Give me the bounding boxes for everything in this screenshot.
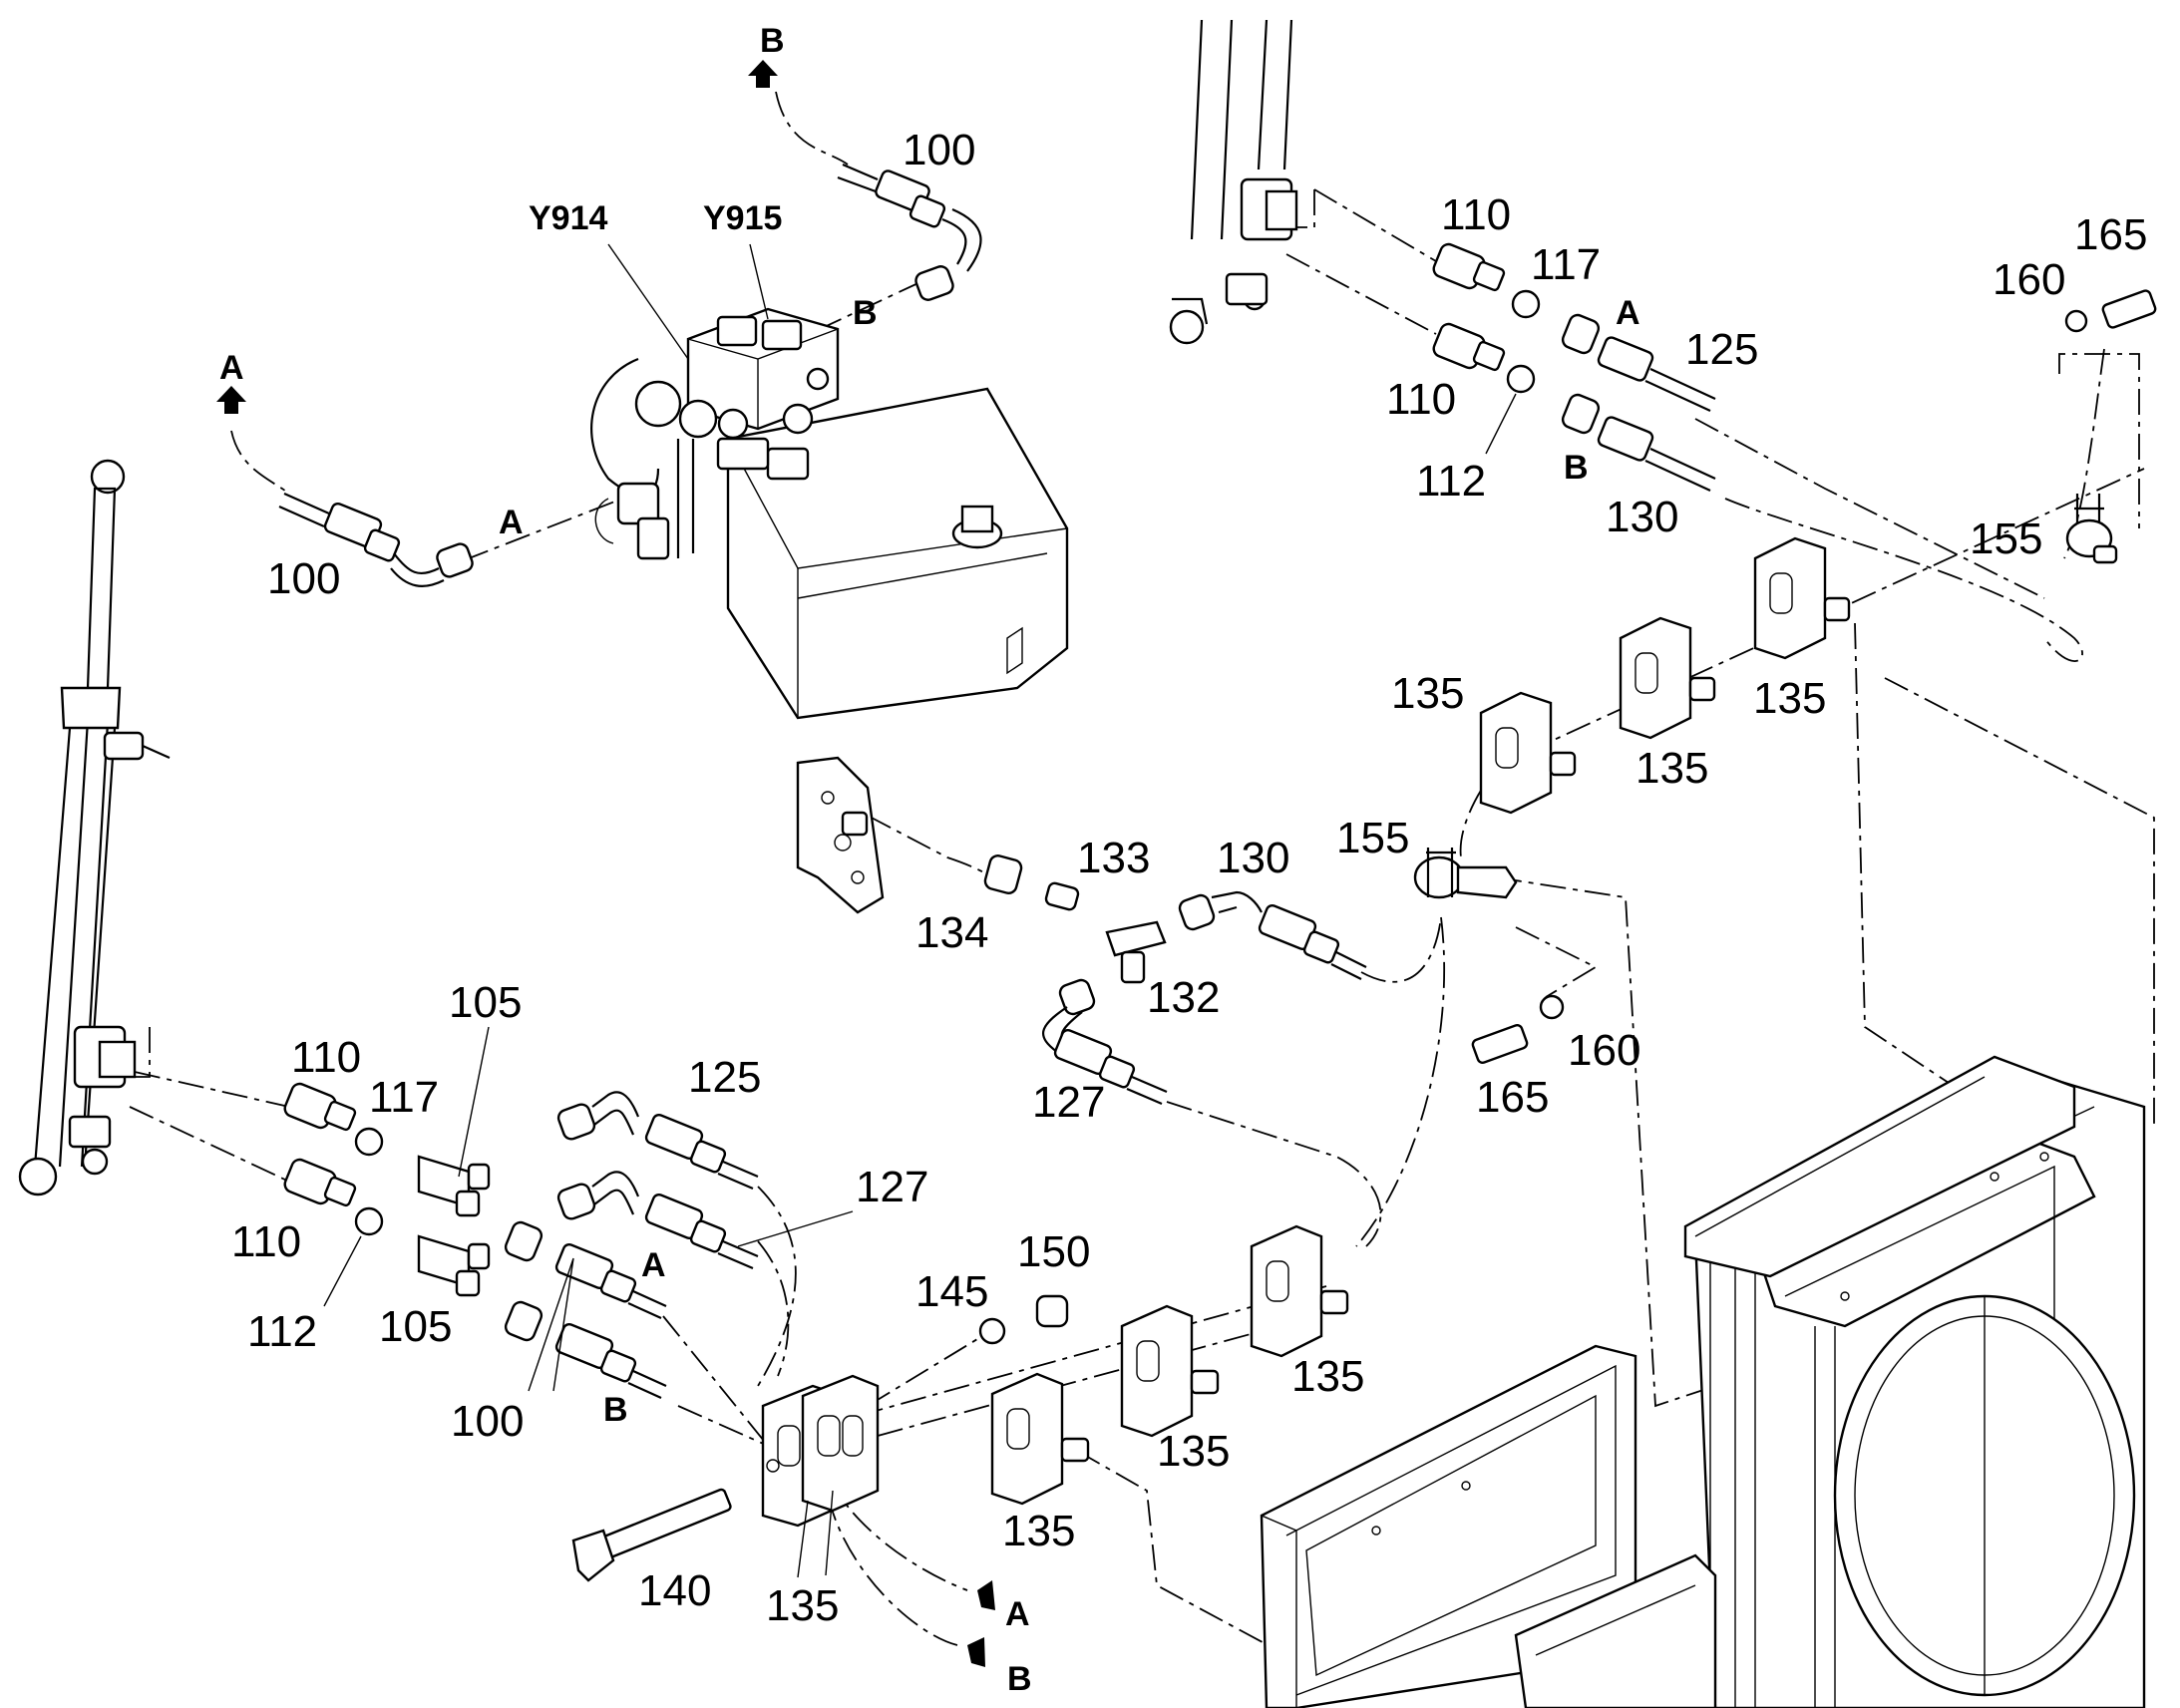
label-140: 140 [638, 1566, 711, 1615]
label-117-bl: 117 [369, 1073, 439, 1122]
label-165-mid: 165 [1476, 1073, 1549, 1122]
label-160-tr: 160 [1993, 255, 2065, 304]
label-100-left: 100 [267, 554, 340, 603]
connector-b-right: B [1564, 449, 1589, 487]
label-135-d: 135 [1291, 1352, 1364, 1401]
clamps-135-lower [761, 1224, 1349, 1578]
label-135-b: 135 [1635, 744, 1708, 793]
label-110-bl1: 110 [291, 1033, 361, 1082]
label-100-bottom: 100 [451, 1397, 524, 1446]
hose-100-left [278, 492, 474, 587]
label-160-mid: 160 [1568, 1026, 1640, 1075]
label-130-mid: 130 [1217, 834, 1289, 882]
radiator-assembly [1260, 1055, 2146, 1708]
label-155-mid: 155 [1336, 814, 1409, 862]
clamps-135-upper [1479, 536, 1851, 815]
label-112-tr: 112 [1416, 457, 1486, 506]
label-155-tr: 155 [1970, 514, 2042, 563]
arrow-a-left-icon [216, 386, 246, 414]
label-y915: Y915 [703, 199, 782, 237]
fittings-top-right [1432, 242, 2157, 564]
part-labels: 100 100 100 Y914 Y915 110 110 117 112 12… [231, 126, 2147, 1630]
connector-a-bottom: A [1005, 1595, 1030, 1633]
hose-100-top [837, 163, 982, 301]
connector-a-top: A [219, 349, 244, 387]
label-145: 145 [915, 1267, 988, 1316]
hydraulic-cylinder-top [1169, 19, 1298, 345]
label-134: 134 [915, 908, 988, 957]
label-125-tr: 125 [1685, 325, 1758, 374]
label-135-a: 135 [1391, 669, 1464, 718]
label-110-tr2: 110 [1386, 375, 1456, 424]
label-135-c: 135 [1753, 674, 1826, 723]
connector-b-left: B [603, 1391, 628, 1429]
label-117-tr: 117 [1531, 240, 1601, 289]
fittings-bottom-left [283, 1082, 1069, 1582]
connector-a-valve: A [499, 504, 524, 541]
mid-fittings [796, 756, 1565, 1106]
label-y914: Y914 [529, 199, 607, 237]
arrow-b-bottom-icon [967, 1637, 985, 1667]
connector-arrows [216, 60, 995, 1667]
label-105-bot: 105 [379, 1302, 452, 1351]
label-110-tr1: 110 [1441, 190, 1511, 239]
connector-b-bottom: B [1007, 1660, 1032, 1698]
label-132: 132 [1147, 973, 1220, 1022]
label-135-g: 135 [766, 1581, 839, 1630]
hydraulic-cylinder-bottom [18, 459, 171, 1196]
connector-a-right: A [1616, 294, 1640, 332]
connector-labels: B A B A A B A B A B [219, 22, 1640, 1698]
valve-block-tank [590, 307, 1069, 720]
label-130-tr: 130 [1606, 493, 1678, 541]
label-100-top: 100 [903, 126, 975, 174]
label-127-mid: 127 [1032, 1078, 1105, 1127]
label-105-top: 105 [449, 978, 522, 1027]
connector-a-left: A [641, 1246, 666, 1284]
label-133: 133 [1077, 834, 1150, 882]
connector-b-top: B [760, 22, 785, 60]
label-135-f: 135 [1002, 1507, 1075, 1555]
label-125-bl: 125 [688, 1053, 761, 1102]
arrow-a-bottom-icon [977, 1580, 995, 1610]
arrow-b-top-icon [748, 60, 778, 88]
label-150: 150 [1017, 1227, 1090, 1276]
label-165-tr: 165 [2074, 210, 2147, 259]
label-127-bl: 127 [856, 1163, 928, 1211]
connector-b-valve: B [853, 294, 878, 332]
label-112-bl: 112 [247, 1307, 317, 1356]
label-135-e: 135 [1157, 1427, 1230, 1476]
label-110-bl2: 110 [231, 1217, 301, 1266]
